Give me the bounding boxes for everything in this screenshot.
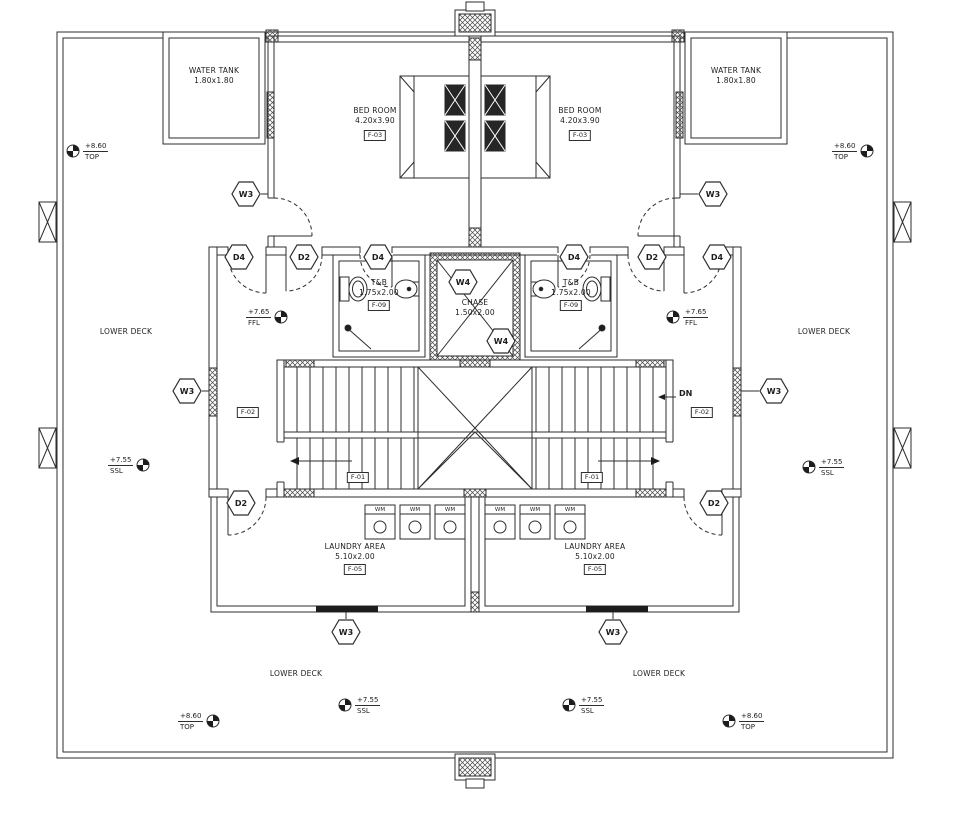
room-name: LAUNDRY AREA <box>564 542 626 551</box>
room-size: 1.80x1.80 <box>716 75 756 85</box>
room-size: 1.80x1.80 <box>194 75 234 85</box>
washing-machines <box>364 504 586 540</box>
water-tank-right-label: WATER TANK 1.80x1.80 <box>711 66 761 86</box>
finish-tag-f01-left: F-01 <box>346 472 370 483</box>
stair-walls <box>276 359 674 498</box>
door-marker-d2: D2 <box>226 490 256 516</box>
room-name: WATER TANK <box>710 66 762 75</box>
toilet-right <box>582 276 611 302</box>
door-marker-d4: D4 <box>702 244 732 270</box>
door-swings <box>227 197 723 536</box>
toilet-left <box>339 276 368 302</box>
door-marker-d4: D4 <box>559 244 589 270</box>
wall-section-symbols <box>38 201 912 469</box>
finish-tag-f05-left: F-05 <box>343 564 367 575</box>
room-size: 4.20x3.90 <box>355 115 395 125</box>
door-marker-d2: D2 <box>289 244 319 270</box>
laundry-right-label: LAUNDRY AREA 5.10x2.00 <box>565 542 626 562</box>
window-marker-w4: W4 <box>448 269 478 295</box>
stair-down-label: DN <box>679 389 693 398</box>
window-marker-w3: W3 <box>172 378 202 404</box>
middle-band-walls <box>208 246 742 498</box>
laundry-left-label: LAUNDRY AREA 5.10x2.00 <box>325 542 386 562</box>
washing-machine-label: WM <box>374 507 386 513</box>
room-size: 4.20x3.90 <box>560 115 600 125</box>
door-marker-d4: D4 <box>363 244 393 270</box>
bed-left <box>399 75 470 179</box>
room-name: BED ROOM <box>353 106 397 115</box>
window-marker-w3: W3 <box>231 181 261 207</box>
room-name: LAUNDRY AREA <box>324 542 386 551</box>
washing-machine-label: WM <box>409 507 421 513</box>
water-tank-right <box>684 31 788 145</box>
washing-machine-label: WM <box>444 507 456 513</box>
washing-machine-label: WM <box>529 507 541 513</box>
window-marker-w3: W3 <box>331 619 361 645</box>
hatched-columns <box>265 29 685 139</box>
water-tank-left-label: WATER TANK 1.80x1.80 <box>189 66 239 86</box>
bedroom-left-label: BED ROOM 4.20x3.90 <box>353 106 396 126</box>
finish-tag-f03-left: F-03 <box>363 130 387 141</box>
bedroom-walls <box>267 35 683 251</box>
door-marker-d4: D4 <box>224 244 254 270</box>
room-size: 1.75x2.00 <box>359 287 399 297</box>
shower-right <box>578 324 606 350</box>
room-name: BED ROOM <box>558 106 602 115</box>
lower-deck-bottom-left-label: LOWER DECK <box>269 669 323 678</box>
door-marker-d2: D2 <box>637 244 667 270</box>
room-name: WATER TANK <box>188 66 240 75</box>
room-name: CHASE <box>461 298 489 307</box>
stairs <box>284 366 676 490</box>
room-name: T&B <box>562 278 580 287</box>
bed-right <box>480 75 551 179</box>
lower-deck-left-label: LOWER DECK <box>99 327 153 336</box>
lower-deck-bottom-right-label: LOWER DECK <box>632 669 686 678</box>
window-marker-w3: W3 <box>759 378 789 404</box>
finish-tag-f09-left: F-09 <box>367 300 391 311</box>
finish-tag-f01-right: F-01 <box>580 472 604 483</box>
sink-left <box>394 279 420 299</box>
water-tank-left <box>162 31 266 145</box>
lower-deck-right-label: LOWER DECK <box>797 327 851 336</box>
laundry-center-wall <box>470 496 480 613</box>
washing-machine-label: WM <box>564 507 576 513</box>
window-marker-w3: W3 <box>598 619 628 645</box>
washing-machine-label: WM <box>494 507 506 513</box>
finish-tag-f03-right: F-03 <box>568 130 592 141</box>
shower-left <box>344 324 372 350</box>
window-marker-w3: W3 <box>698 181 728 207</box>
room-size: 5.10x2.00 <box>575 551 615 561</box>
finish-tag-f02-left: F-02 <box>236 407 260 418</box>
finish-tag-f09-right: F-09 <box>559 300 583 311</box>
chase-label: CHASE 1.50x2.00 <box>455 298 495 318</box>
door-marker-d2: D2 <box>699 490 729 516</box>
bedroom-right-label: BED ROOM 4.20x3.90 <box>558 106 601 126</box>
room-size: 1.75x2.00 <box>551 287 591 297</box>
room-name: T&B <box>370 278 388 287</box>
laundry-wall-fills <box>316 606 648 612</box>
finish-tag-f05-right: F-05 <box>583 564 607 575</box>
room-size: 1.50x2.00 <box>455 307 495 317</box>
finish-tag-f02-right: F-02 <box>690 407 714 418</box>
tb-right-label: T&B 1.75x2.00 <box>551 278 591 298</box>
sink-right <box>530 279 556 299</box>
marker-leaders <box>202 193 759 619</box>
window-marker-w4: W4 <box>486 328 516 354</box>
room-size: 5.10x2.00 <box>335 551 375 561</box>
tb-left-label: T&B 1.75x2.00 <box>359 278 399 298</box>
